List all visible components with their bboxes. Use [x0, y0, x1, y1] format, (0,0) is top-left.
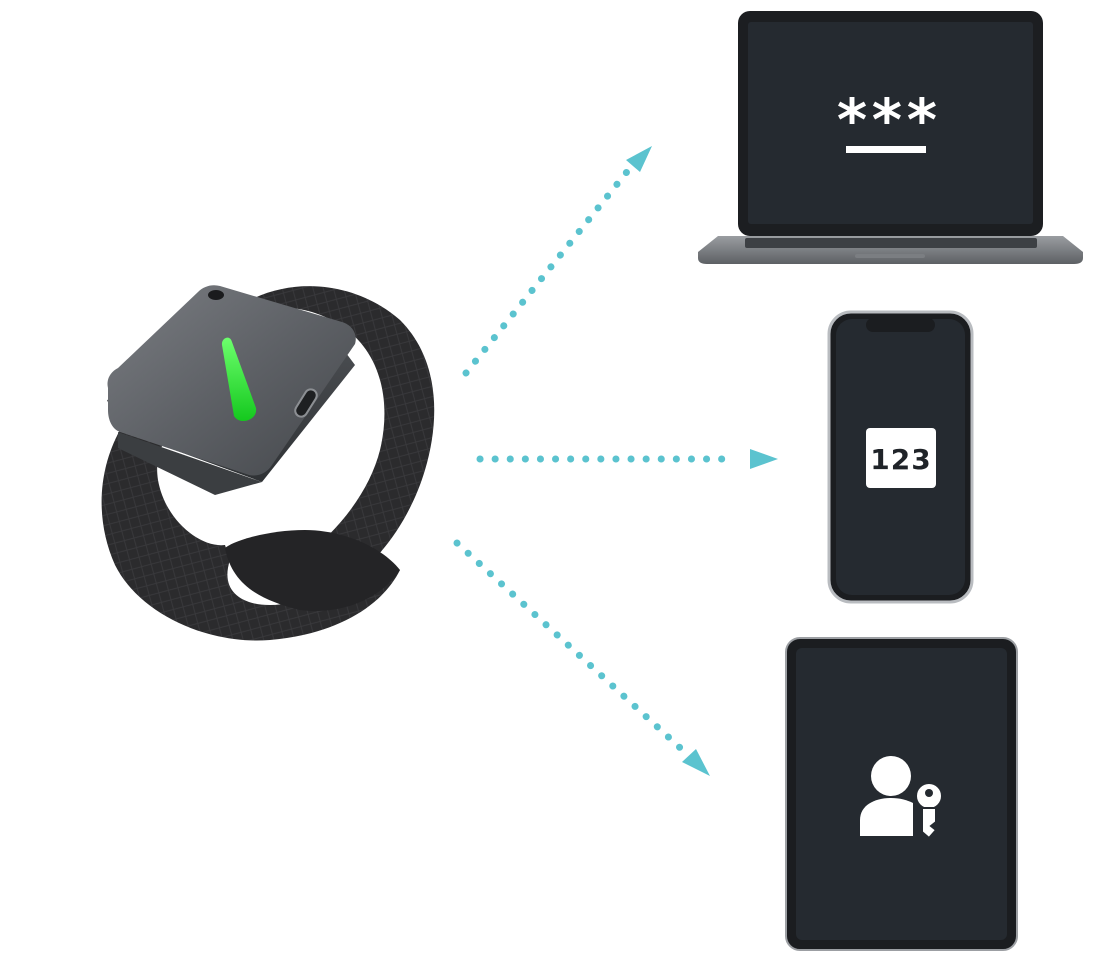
- laptop-screen: [748, 22, 1033, 224]
- laptop-trackpad-notch: [855, 254, 925, 258]
- arrow-to-phone: [476, 449, 778, 469]
- password-mask-text: ***: [835, 86, 940, 154]
- usb-port: [294, 388, 318, 418]
- tablet: [785, 637, 1018, 951]
- lanyard-hole: [208, 290, 224, 300]
- device-clip: [118, 432, 262, 495]
- laptop-keyboard: [745, 238, 1037, 248]
- tablet-screen: [796, 648, 1007, 940]
- arrowhead-laptop: [626, 146, 652, 172]
- arrow-to-tablet: [453, 539, 710, 776]
- phone-notch: [866, 318, 935, 332]
- led-indicator: [221, 337, 257, 422]
- wristband-device: [101, 285, 435, 641]
- arrowhead-tablet: [682, 749, 710, 776]
- code-box: [866, 428, 936, 488]
- password-underline: [846, 146, 926, 153]
- laptop: ***: [698, 11, 1083, 264]
- user-key-icon: [860, 756, 945, 840]
- arrowhead-phone: [750, 449, 778, 469]
- band-back: [250, 286, 435, 585]
- band-inner: [225, 530, 400, 611]
- band-front: [101, 430, 400, 641]
- smartphone: 123: [827, 310, 974, 604]
- arrow-to-laptop: [462, 146, 652, 377]
- code-text: 123: [870, 443, 931, 476]
